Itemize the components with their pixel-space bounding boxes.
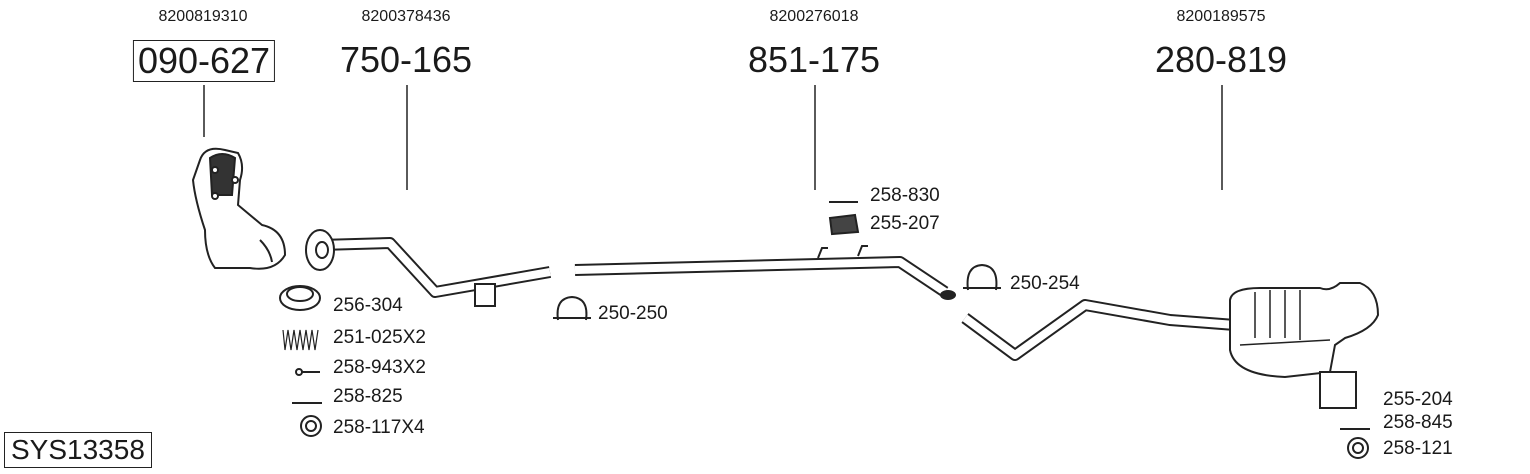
system-code: SYS13358 <box>4 432 152 468</box>
catalytic-converter-drawing <box>191 147 287 270</box>
accessory-label[interactable]: 250-254 <box>1010 273 1080 294</box>
accessory-label[interactable]: 255-204 <box>1383 389 1453 410</box>
accessory-label[interactable]: 251-025X2 <box>333 327 426 348</box>
part-number-1[interactable]: 090-627 <box>132 40 276 82</box>
accessory-icons <box>279 201 1370 459</box>
part-number-4[interactable]: 280-819 <box>1154 39 1288 80</box>
oe-number-1: 8200819310 <box>158 8 248 25</box>
accessory-label[interactable]: 258-117X4 <box>333 417 425 438</box>
bolt-icon <box>295 368 303 376</box>
accessory-label[interactable]: 258-845 <box>1383 412 1453 433</box>
spring-icon <box>282 329 319 351</box>
accessory-label[interactable]: 250-250 <box>598 303 668 324</box>
clamp-icon <box>963 263 1001 291</box>
oe-number-4: 8200189575 <box>1176 8 1266 25</box>
accessory-label[interactable]: 258-943X2 <box>333 357 426 378</box>
rubber-mount-icon <box>828 213 860 236</box>
middle-pipe-drawing <box>574 245 956 300</box>
accessory-label[interactable]: 255-207 <box>870 213 940 234</box>
accessory-label[interactable]: 256-304 <box>333 295 403 316</box>
oe-number-3: 8200276018 <box>769 8 859 25</box>
rear-silencer-drawing <box>961 282 1380 379</box>
bracket-icon <box>1319 371 1357 409</box>
accessory-label[interactable]: 258-830 <box>870 185 940 206</box>
accessory-label[interactable]: 258-121 <box>1383 438 1453 459</box>
oe-number-2: 8200378436 <box>361 8 451 25</box>
clamp-icon <box>553 295 591 321</box>
part-number-3[interactable]: 851-175 <box>747 39 881 80</box>
front-pipe-drawing <box>305 229 552 307</box>
part-number-2[interactable]: 750-165 <box>339 39 473 80</box>
accessory-label[interactable]: 258-825 <box>333 386 403 407</box>
